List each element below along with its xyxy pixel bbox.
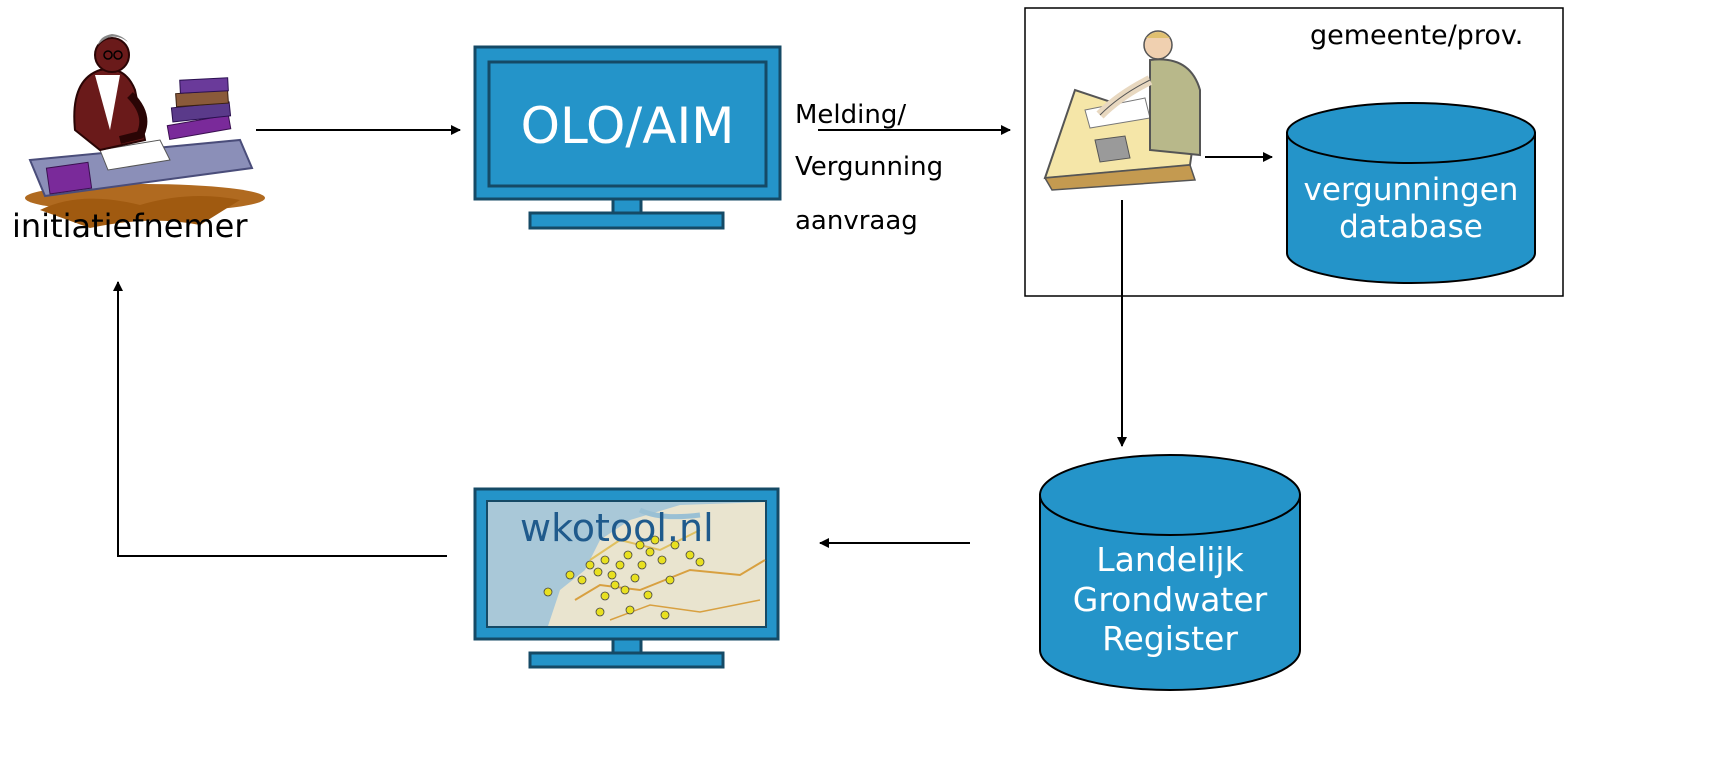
permit-database-line1: vergunningen [1303, 172, 1519, 208]
register-line2: Grondwater [1072, 579, 1268, 619]
national-register-cylinder [1039, 454, 1301, 691]
request-label-line2: Vergunning [795, 152, 944, 182]
register-line1: Landelijk [1096, 540, 1244, 579]
request-label-line1: Melding/ [795, 100, 907, 130]
person-at-desk-icon [25, 34, 265, 228]
register-label: Landelijk Grondwater Register [1040, 540, 1300, 659]
register-line3: Register [1102, 619, 1238, 659]
clerk-at-desk-icon [1043, 30, 1201, 191]
permit-database-cylinder [1286, 102, 1536, 284]
arrow-wko-to-initiator [113, 281, 447, 557]
wko-screen-label: wkotool.nl [520, 506, 714, 550]
request-label-line3: aanvraag [795, 206, 918, 236]
olo-monitor [473, 45, 782, 230]
initiator-label: initiatiefnemer [12, 207, 248, 245]
olo-screen-label: OLO/AIM [520, 97, 735, 155]
permit-database-line2: database [1339, 209, 1483, 246]
authority-label: gemeente/prov. [1310, 20, 1524, 51]
netherlands-map-icon [488, 502, 766, 626]
permit-database-label: vergunningen database [1287, 172, 1535, 246]
